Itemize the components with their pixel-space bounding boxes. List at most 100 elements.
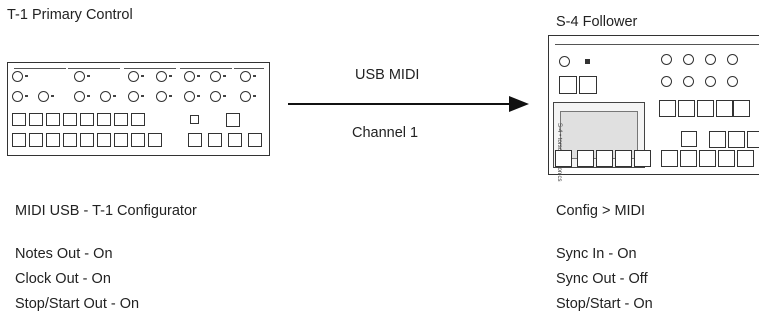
- t1-knob: [38, 91, 49, 102]
- t1-knob-tick: [223, 75, 226, 77]
- t1-pad: [80, 113, 94, 126]
- t1-pad: [29, 133, 43, 147]
- s4-knob: [705, 76, 716, 87]
- s4-pad: [659, 100, 676, 117]
- s4-setting-sync-out: Sync Out - Off: [556, 271, 648, 287]
- t1-knob-tick: [169, 75, 172, 77]
- s4-knob: [727, 76, 738, 87]
- t1-pad: [248, 133, 262, 147]
- t1-knob: [12, 91, 23, 102]
- s4-pad: [737, 150, 754, 167]
- t1-knob: [156, 71, 167, 82]
- t1-setting-stop-start-out: Stop/Start Out - On: [15, 296, 140, 312]
- t1-title: T-1 Primary Control: [7, 7, 133, 23]
- s4-device-illustration: S-4 • torso electronics: [548, 35, 759, 181]
- s4-pad: [615, 150, 632, 167]
- s4-title: S-4 Follower: [556, 14, 638, 30]
- t1-pad: [188, 133, 202, 147]
- t1-setting-clock-out: Clock Out - On: [15, 271, 111, 287]
- t1-knob: [240, 91, 251, 102]
- t1-section-line: [14, 68, 66, 69]
- t1-pad: [131, 133, 145, 147]
- s4-setting-stop-start: Stop/Start - On: [556, 296, 653, 312]
- s4-button: [579, 76, 597, 94]
- t1-pad: [131, 113, 145, 126]
- s4-knob: [705, 54, 716, 65]
- s4-header-line: [555, 44, 759, 45]
- t1-knob: [128, 71, 139, 82]
- t1-knob: [156, 91, 167, 102]
- connection-label-bottom: Channel 1: [352, 125, 419, 141]
- t1-setting-notes-out: Notes Out - On: [15, 246, 113, 262]
- t1-pad: [46, 133, 60, 147]
- t1-pad: [12, 133, 26, 147]
- s4-knob: [727, 54, 738, 65]
- t1-pad: [228, 133, 242, 147]
- s4-pad: [697, 100, 714, 117]
- s4-pad: [747, 131, 759, 148]
- t1-pad: [114, 133, 128, 147]
- s4-knob: [661, 54, 672, 65]
- t1-knob-tick: [169, 95, 172, 97]
- t1-knob-tick: [87, 95, 90, 97]
- t1-knob-tick: [25, 95, 28, 97]
- t1-configurator-heading: MIDI USB - T-1 Configurator: [15, 203, 197, 219]
- s4-setting-sync-in: Sync In - On: [556, 246, 637, 262]
- t1-knob: [74, 71, 85, 82]
- s4-pad: [680, 150, 697, 167]
- s4-pad: [718, 150, 735, 167]
- s4-pad: [577, 150, 594, 167]
- t1-pad: [12, 113, 26, 126]
- s4-config-heading: Config > MIDI: [556, 203, 646, 219]
- t1-knob-tick: [223, 95, 226, 97]
- t1-pad: [226, 113, 240, 127]
- t1-pad: [80, 133, 94, 147]
- t1-knob: [74, 91, 85, 102]
- t1-pad: [148, 133, 162, 147]
- t1-knob-tick: [141, 95, 144, 97]
- t1-knob-tick: [253, 75, 256, 77]
- t1-knob: [240, 71, 251, 82]
- s4-pad: [596, 150, 613, 167]
- s4-pad: [716, 100, 733, 117]
- t1-pad: [190, 115, 199, 124]
- connection-label-top: USB MIDI: [355, 67, 420, 83]
- t1-pad: [114, 113, 128, 126]
- s4-pad: [555, 150, 572, 167]
- t1-section-line: [68, 68, 120, 69]
- s4-led: [585, 59, 590, 64]
- t1-pad: [97, 113, 111, 126]
- s4-pad: [634, 150, 651, 167]
- t1-pad: [63, 133, 77, 147]
- t1-device-illustration: [7, 62, 270, 156]
- t1-knob-tick: [253, 95, 256, 97]
- t1-pad: [97, 133, 111, 147]
- s4-pad: [709, 131, 726, 148]
- t1-knob: [12, 71, 23, 82]
- s4-knob: [683, 76, 694, 87]
- s4-knob: [661, 76, 672, 87]
- s4-button: [681, 131, 697, 147]
- s4-knob: [683, 54, 694, 65]
- t1-knob-tick: [87, 75, 90, 77]
- t1-knob-tick: [197, 75, 200, 77]
- t1-knob-tick: [113, 95, 116, 97]
- t1-pad: [29, 113, 43, 126]
- s4-pad: [661, 150, 678, 167]
- t1-section-line: [234, 68, 264, 69]
- t1-pad: [63, 113, 77, 126]
- t1-knob-tick: [197, 95, 200, 97]
- t1-knob: [184, 91, 195, 102]
- s4-knob: [559, 56, 570, 67]
- s4-pad: [733, 100, 750, 117]
- t1-section-line: [180, 68, 232, 69]
- t1-pad: [208, 133, 222, 147]
- t1-knob-tick: [25, 75, 28, 77]
- t1-knob-tick: [141, 75, 144, 77]
- s4-button: [559, 76, 577, 94]
- t1-knob: [210, 91, 221, 102]
- s4-pad: [728, 131, 745, 148]
- t1-knob: [184, 71, 195, 82]
- t1-section-line: [124, 68, 176, 69]
- t1-knob: [210, 71, 221, 82]
